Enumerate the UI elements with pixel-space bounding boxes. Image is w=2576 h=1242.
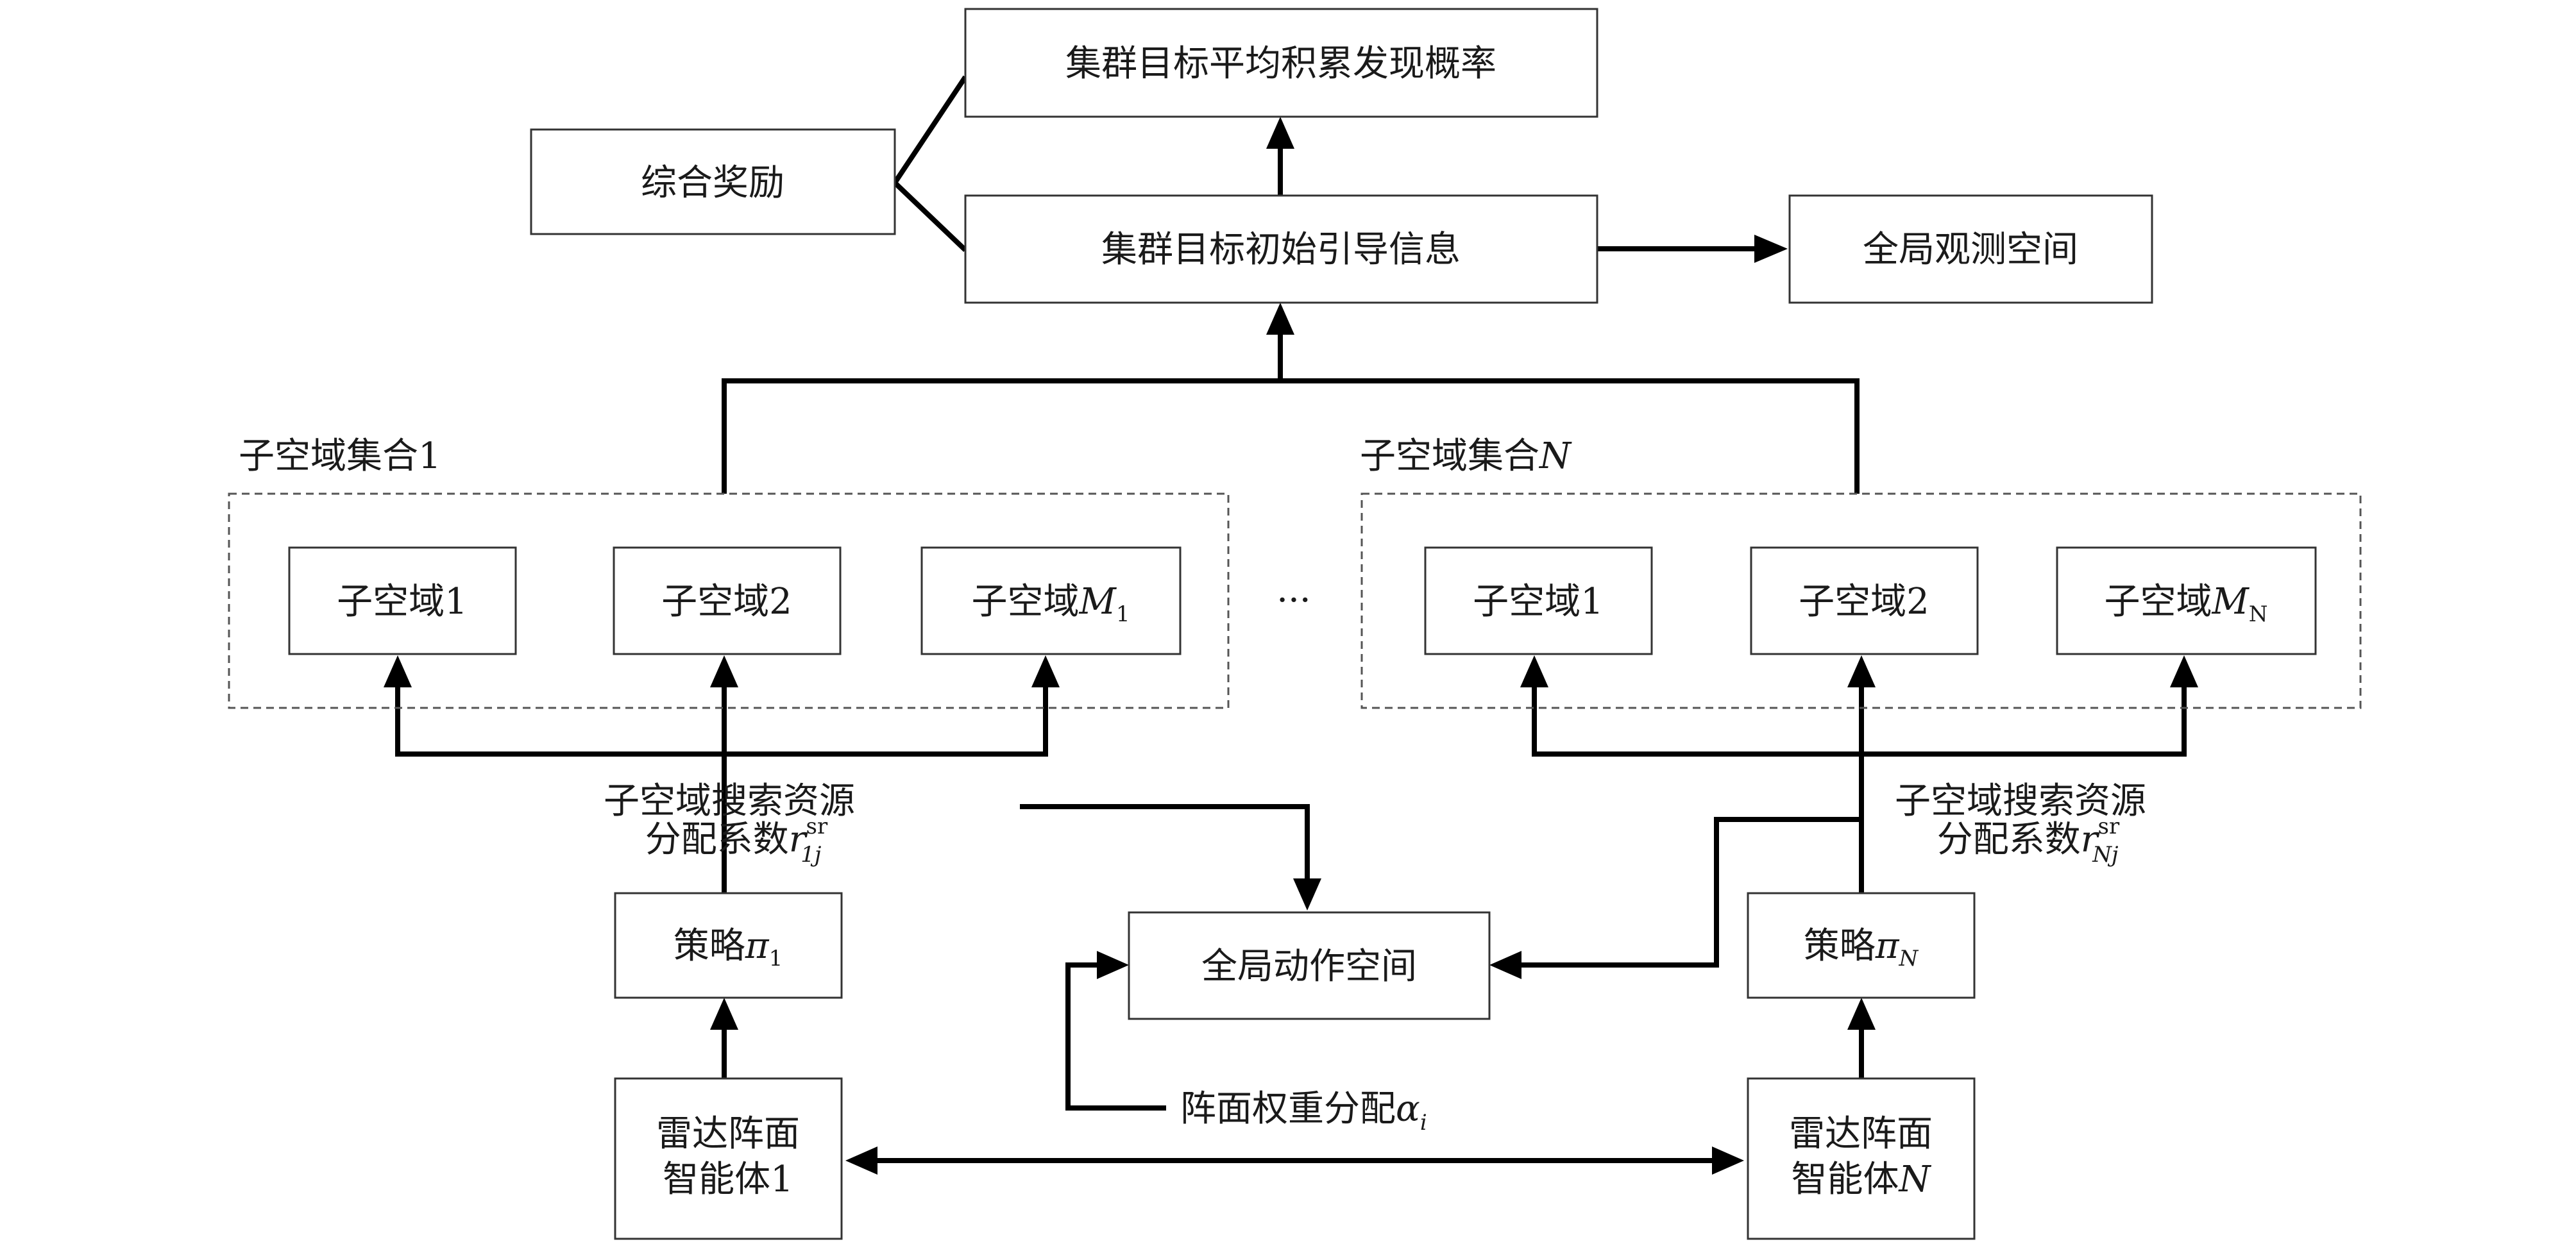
edge-weight-to-action (1065, 962, 1166, 1111)
arrowhead-agent1-to-policy1 (710, 998, 738, 1030)
arrowhead-gN-subM (2170, 655, 2198, 687)
arrowhead-agent-right (1712, 1146, 1744, 1175)
svg-text:子空域1: 子空域1 (1473, 581, 1604, 623)
node-global-obs-space-label: 全局观测空间 (1863, 229, 2078, 271)
svg-text:智能体N: 智能体N (1792, 1159, 1932, 1200)
g1-subspace-2: 子空域2 (613, 546, 842, 655)
arrowhead-weight-to-action (1097, 951, 1129, 979)
group-N-border (1360, 492, 2362, 709)
arrowhead-g1-sub1 (384, 655, 412, 687)
svg-text:子空域搜索资源: 子空域搜索资源 (1895, 780, 2146, 822)
svg-text:策略πN: 策略πN (1804, 925, 1919, 971)
node-agent-1: 雷达阵面 智能体1 (614, 1077, 843, 1240)
svg-text:子空域搜索资源: 子空域搜索资源 (604, 780, 855, 822)
arrowhead-agentN-to-policyN (1847, 998, 1876, 1030)
svg-text:子空域2: 子空域2 (661, 581, 792, 623)
node-initial-guidance-label: 集群目标初始引导信息 (1101, 229, 1461, 271)
node-composite-reward: 综合奖励 (530, 128, 896, 235)
node-composite-reward-label: 综合奖励 (641, 162, 784, 204)
node-initial-guidance: 集群目标初始引导信息 (964, 194, 1598, 304)
edge-allocN-to-action (1521, 817, 1861, 968)
group-N-title: 子空域集合N (1360, 435, 1572, 477)
arrowhead-agent-left (845, 1146, 877, 1175)
node-global-action-space-label: 全局动作空间 (1201, 946, 1417, 987)
arrowhead-g1-subM (1031, 655, 1060, 687)
g1-subspace-M: 子空域M1 (920, 546, 1182, 655)
node-global-obs-space: 全局观测空间 (1788, 194, 2153, 304)
node-policy-N: 策略πN (1747, 892, 1976, 999)
node-policy-1: 策略π1 (614, 892, 843, 999)
arrowhead-guidance-to-obs (1754, 235, 1788, 263)
group-1-border (228, 492, 1230, 709)
g1-subspace-1: 子空域1 (288, 546, 517, 655)
edge-alloc1-to-action (1020, 804, 1310, 878)
edges (384, 75, 2198, 1175)
arrowhead-alloc1-to-action (1293, 878, 1321, 911)
arrowhead-guidance-to-prob (1266, 117, 1294, 149)
svg-text:子空域1: 子空域1 (337, 581, 468, 623)
edge-policyN-fan (1532, 687, 2187, 757)
gN-subspace-M: 子空域MN (2056, 546, 2317, 655)
svg-text:雷达阵面: 雷达阵面 (1789, 1113, 1933, 1155)
arrowhead-g1-sub2 (710, 655, 738, 687)
gN-subspace-1: 子空域1 (1424, 546, 1653, 655)
svg-text:阵面权重分配αi: 阵面权重分配αi (1180, 1088, 1427, 1136)
label-array-weight: 阵面权重分配αi (1180, 1088, 1427, 1136)
gN-subspace-2: 子空域2 (1750, 546, 1979, 655)
node-global-action-space: 全局动作空间 (1128, 911, 1491, 1020)
svg-text:子空域MN: 子空域MN (2104, 581, 2267, 627)
edge-policy1-fan (395, 687, 1048, 757)
svg-text:雷达阵面: 雷达阵面 (656, 1113, 800, 1155)
arrowhead-allocN-to-action (1489, 951, 1521, 979)
svg-text:子空域M1: 子空域M1 (972, 581, 1130, 627)
edge-reward-bracket (891, 75, 968, 252)
arrowhead-gN-sub1 (1520, 655, 1548, 687)
node-avg-cumulative-prob-label: 集群目标平均积累发现概率 (1065, 43, 1496, 85)
ellipsis: ··· (1276, 580, 1310, 621)
arrowhead-bus-to-guidance (1266, 303, 1294, 335)
node-avg-cumulative-prob: 集群目标平均积累发现概率 (964, 8, 1598, 118)
arrowhead-gN-sub2 (1847, 655, 1876, 687)
edge-groups-bus (722, 378, 1860, 494)
svg-text:智能体1: 智能体1 (663, 1159, 793, 1200)
node-agent-N: 雷达阵面 智能体N (1747, 1077, 1976, 1240)
svg-text:子空域2: 子空域2 (1799, 581, 1929, 623)
group-1-title: 子空域集合1 (239, 435, 441, 477)
svg-text:策略π1: 策略π1 (674, 925, 783, 971)
